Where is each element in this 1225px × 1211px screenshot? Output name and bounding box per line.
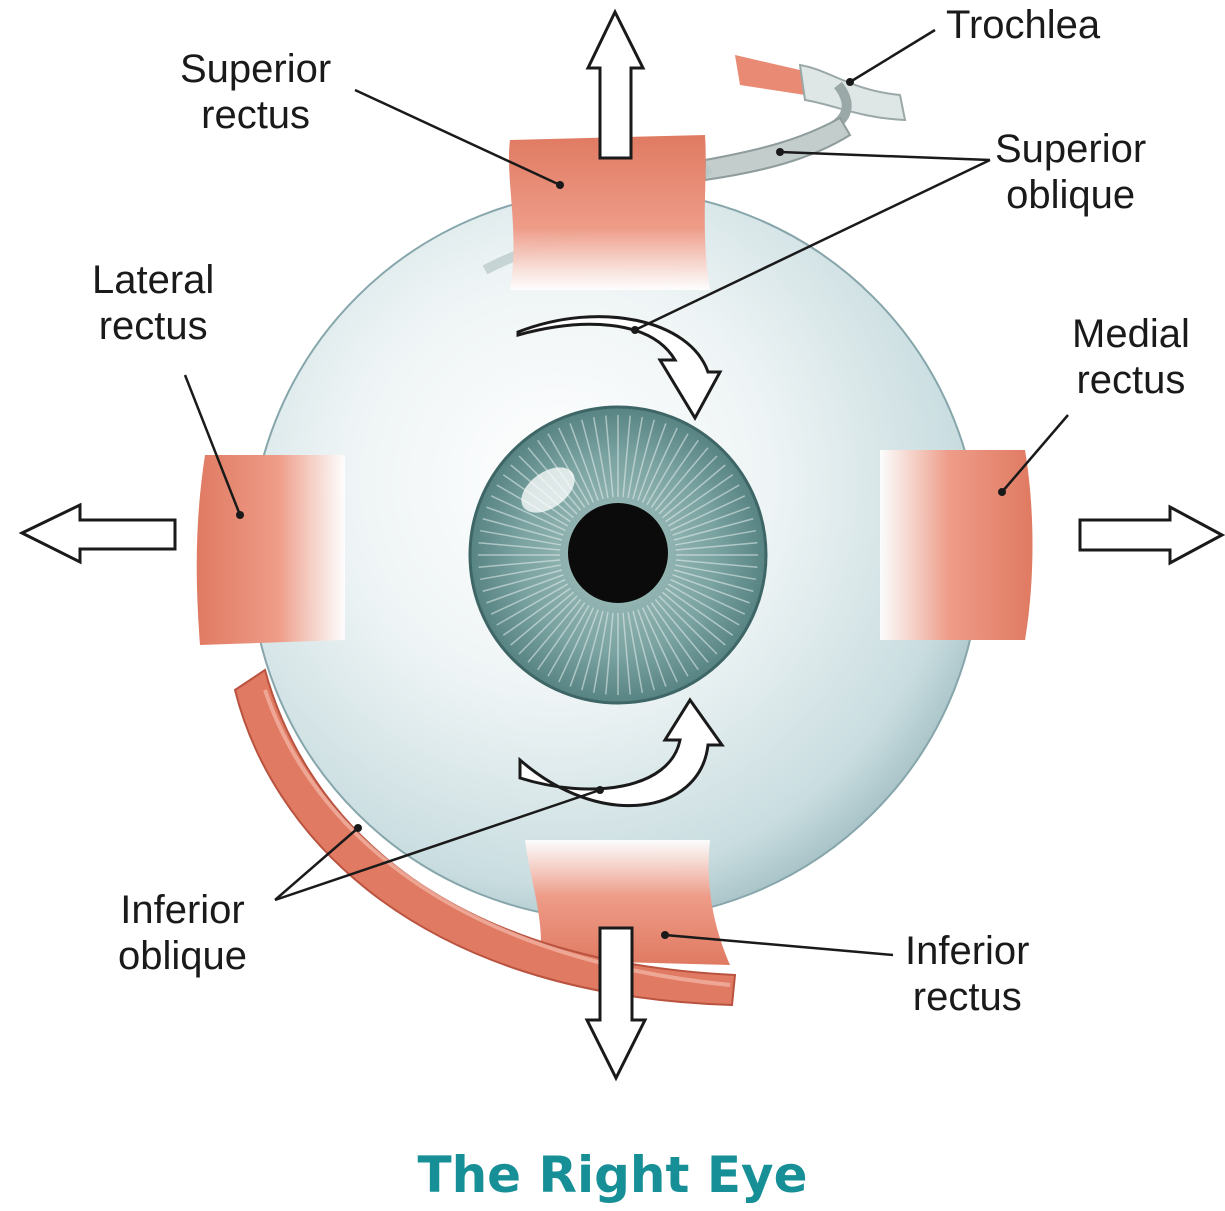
leader-superior-rectus	[355, 90, 560, 185]
pupil	[568, 503, 668, 603]
label-trochlea: Trochlea	[946, 2, 1100, 48]
label-inferior-rectus: Inferior rectus	[905, 928, 1030, 1020]
arrow-right-icon	[1080, 507, 1222, 563]
medial-rectus-muscle	[880, 450, 1033, 640]
label-superior-rectus: Superior rectus	[180, 46, 331, 138]
diagram-caption: The Right Eye	[0, 1146, 1225, 1204]
leader-trochlea	[850, 30, 935, 82]
label-medial-rectus: Medial rectus	[1072, 311, 1190, 403]
label-superior-oblique: Superior oblique	[995, 126, 1146, 218]
leader-superior-oblique-a	[780, 152, 990, 160]
label-lateral-rectus: Lateral rectus	[92, 257, 214, 349]
lateral-rectus-muscle	[197, 455, 345, 645]
label-inferior-oblique: Inferior oblique	[118, 887, 247, 979]
arrow-up-icon	[588, 12, 643, 158]
arrow-left-icon	[22, 505, 175, 562]
